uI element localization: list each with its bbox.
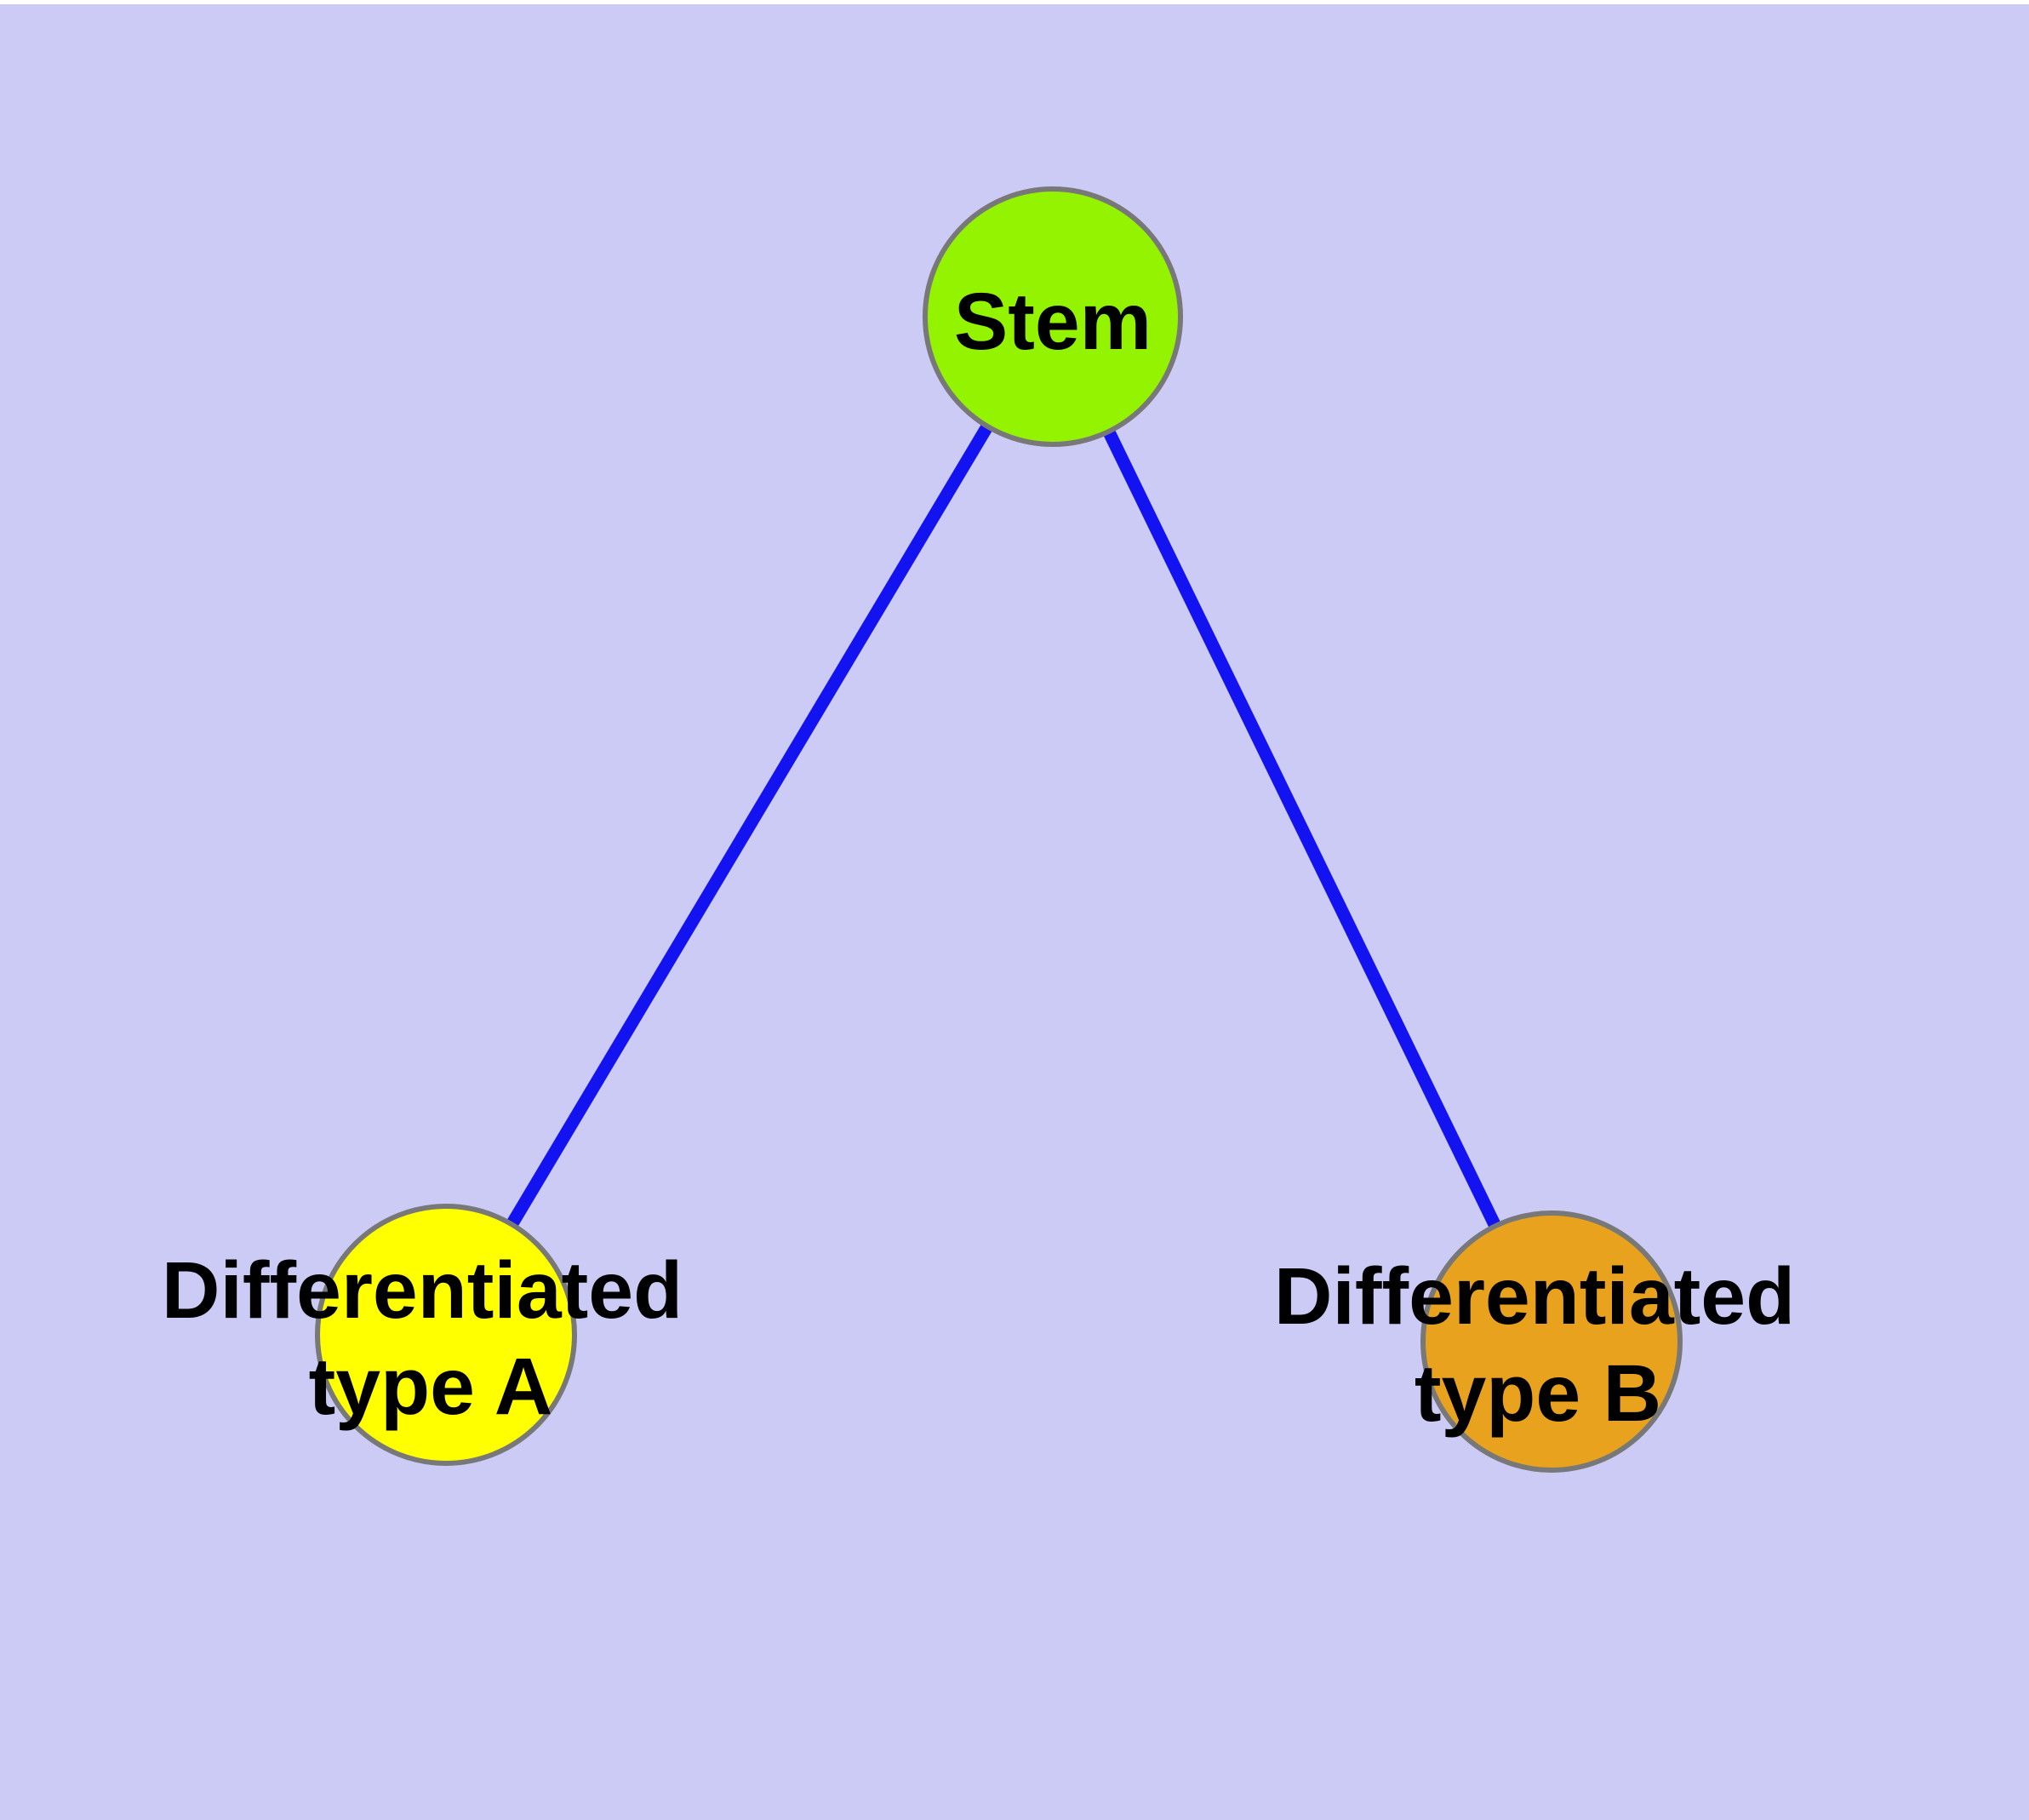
node-type-a-label-line2: type A <box>309 1342 553 1432</box>
node-type-b-circle <box>1420 1210 1683 1473</box>
node-type-b-label-line2: type B <box>1415 1348 1661 1439</box>
node-type-a-circle <box>315 1204 577 1466</box>
node-type-a-label-line1: Differentiated <box>162 1245 683 1336</box>
edge-stem-to-type-a <box>440 313 1059 1338</box>
edge-stem-to-type-b <box>1047 313 1557 1345</box>
node-stem-label: Stem <box>954 277 1152 367</box>
node-type-b-label-line1: Differentiated <box>1274 1251 1795 1342</box>
node-stem-circle <box>923 186 1183 447</box>
